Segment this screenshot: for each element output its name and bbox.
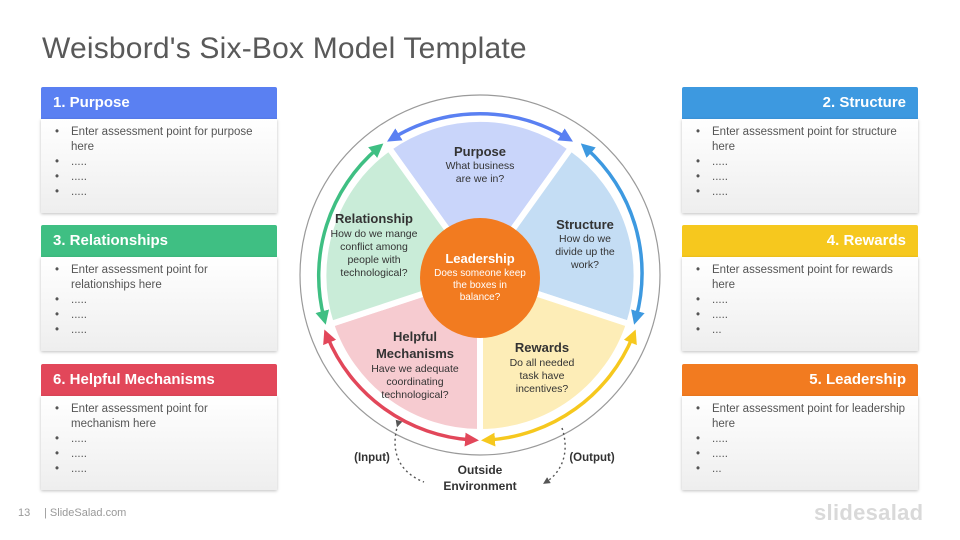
slide-title: Weisbord's Six-Box Model Template <box>42 32 527 65</box>
list-item: ..... <box>696 185 908 200</box>
environment-label-1: Outside <box>458 463 503 477</box>
card-header-purpose: 1. Purpose <box>41 87 277 119</box>
card-rewards: 4. Rewards Enter assessment point for re… <box>682 225 918 351</box>
relationship-line-2: conflict among <box>340 241 408 253</box>
purpose-line-2: are we in? <box>456 173 505 185</box>
structure-line-3: work? <box>570 259 599 271</box>
card-body-mechanisms: Enter assessment point for mechanism her… <box>41 396 277 490</box>
list-item: Enter assessment point for purpose here <box>55 125 267 155</box>
list-item: ..... <box>55 323 267 338</box>
structure-line-1: How do we <box>559 233 611 245</box>
input-label: (Input) <box>354 452 390 464</box>
arrow-relationship <box>315 143 384 325</box>
mechanisms-title-1: Helpful <box>393 329 437 344</box>
rewards-line-1: Do all needed <box>510 357 575 369</box>
card-header-leadership: 5. Leadership <box>682 364 918 396</box>
page-number: 13 <box>18 507 31 519</box>
relationship-line-3: people with <box>347 254 400 266</box>
card-purpose: 1. Purpose Enter assessment point for pu… <box>41 87 277 213</box>
arrow-mechanisms <box>323 329 479 447</box>
card-body-leadership: Enter assessment point for leadership he… <box>682 396 918 490</box>
relationship-title: Relationship <box>335 211 413 226</box>
structure-title: Structure <box>556 217 614 232</box>
list-item: ..... <box>55 185 267 200</box>
arrow-rewards <box>481 329 637 447</box>
output-label: (Output) <box>569 452 615 464</box>
card-body-structure: Enter assessment point for structure her… <box>682 119 918 213</box>
arrow-purpose <box>387 112 573 142</box>
card-relationships: 3. Relationships Enter assessment point … <box>41 225 277 351</box>
relationship-line-1: How do we mange <box>331 228 418 240</box>
list-item: ... <box>696 323 908 338</box>
rewards-line-2: task have <box>520 370 565 382</box>
list-item: ..... <box>696 308 908 323</box>
list-item: ..... <box>696 447 908 462</box>
list-item: Enter assessment point for leadership he… <box>696 402 908 432</box>
mechanisms-line-3: technological? <box>381 389 448 401</box>
rewards-title: Rewards <box>515 340 569 355</box>
card-body-purpose: Enter assessment point for purpose here … <box>41 119 277 213</box>
card-mechanisms: 6. Helpful Mechanisms Enter assessment p… <box>41 364 277 490</box>
card-header-rewards: 4. Rewards <box>682 225 918 257</box>
list-item: ..... <box>55 447 267 462</box>
card-body-rewards: Enter assessment point for rewards here … <box>682 257 918 351</box>
rewards-line-3: incentives? <box>516 383 569 395</box>
purpose-line-1: What business <box>446 160 515 172</box>
list-item: ..... <box>696 170 908 185</box>
card-leadership: 5. Leadership Enter assessment point for… <box>682 364 918 490</box>
list-item: ..... <box>55 155 267 170</box>
list-item: Enter assessment point for structure her… <box>696 125 908 155</box>
six-box-diagram: Purpose What business are we in? Structu… <box>299 94 661 493</box>
list-item: ..... <box>696 155 908 170</box>
list-item: ..... <box>55 432 267 447</box>
list-item: ... <box>696 462 908 477</box>
list-item: ..... <box>55 308 267 323</box>
card-header-relationships: 3. Relationships <box>41 225 277 257</box>
output-arrow <box>543 427 566 484</box>
list-item: ..... <box>55 293 267 308</box>
list-item: ..... <box>696 293 908 308</box>
environment-label-2: Environment <box>443 479 516 493</box>
list-item: Enter assessment point for relationships… <box>55 263 267 293</box>
card-structure: 2. Structure Enter assessment point for … <box>682 87 918 213</box>
leadership-line-3: balance? <box>460 292 501 303</box>
relationship-line-4: technological? <box>340 267 407 279</box>
mechanisms-line-2: coordinating <box>386 376 443 388</box>
mechanisms-title-2: Mechanisms <box>376 346 454 361</box>
list-item: ..... <box>696 432 908 447</box>
footer-site: | SlideSalad.com <box>44 507 127 519</box>
leadership-title: Leadership <box>445 251 514 266</box>
mechanisms-line-1: Have we adequate <box>371 363 459 375</box>
card-header-mechanisms: 6. Helpful Mechanisms <box>41 364 277 396</box>
card-body-relationships: Enter assessment point for relationships… <box>41 257 277 351</box>
leadership-circle <box>420 218 540 338</box>
purpose-title: Purpose <box>454 144 506 159</box>
list-item: Enter assessment point for mechanism her… <box>55 402 267 432</box>
card-header-structure: 2. Structure <box>682 87 918 119</box>
list-item: ..... <box>55 170 267 185</box>
list-item: ..... <box>55 462 267 477</box>
brand-logo: slidesalad <box>814 500 924 525</box>
leadership-line-1: Does someone keep <box>434 268 526 279</box>
structure-line-2: divide up the <box>555 246 615 258</box>
input-arrow <box>394 419 425 483</box>
leadership-line-2: the boxes in <box>453 280 507 291</box>
arrow-structure <box>580 143 645 325</box>
list-item: Enter assessment point for rewards here <box>696 263 908 293</box>
